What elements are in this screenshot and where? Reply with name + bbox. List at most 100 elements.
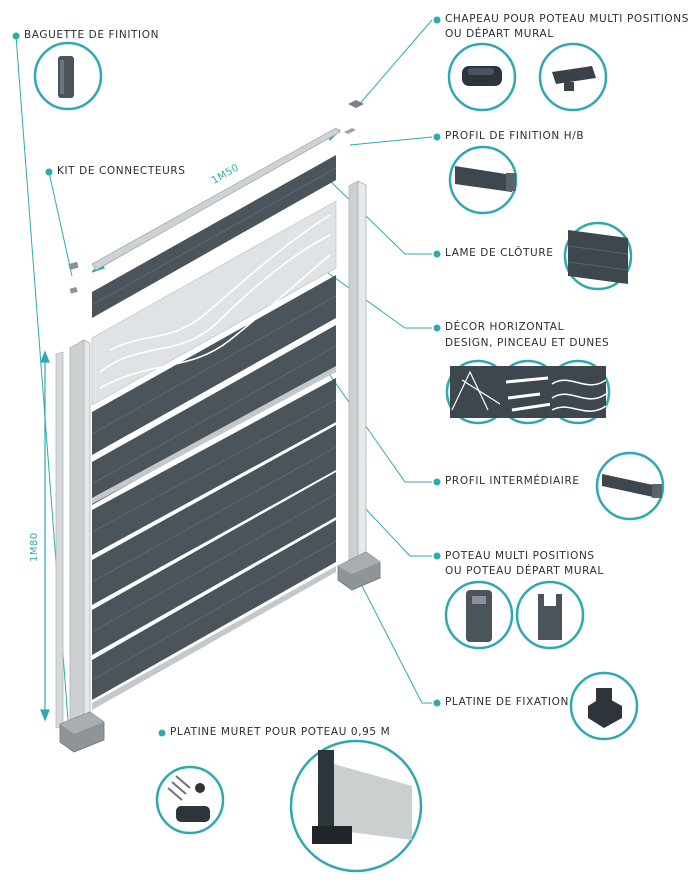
groove-4	[91, 399, 337, 533]
bullet-profil-inter	[433, 478, 441, 486]
lame-groove-1	[567, 245, 629, 255]
leader-poteau	[361, 504, 432, 557]
label-kit: KIT DE CONNECTEURS	[57, 165, 186, 177]
right-post-side	[357, 180, 367, 564]
fence-board-4	[92, 378, 336, 555]
height-dimension-label: 1M80	[29, 532, 40, 562]
intermediate-profile	[92, 366, 336, 504]
leader-platine	[359, 581, 432, 704]
decor-pinceau-bg	[500, 366, 556, 418]
chapeau-cap-shape-2	[552, 66, 596, 84]
top-finishing-profile	[91, 127, 341, 271]
platine-muret-screws	[167, 775, 191, 801]
post-cap-piece	[348, 100, 364, 108]
bullet-poteau	[433, 552, 441, 560]
profile-end-piece	[344, 128, 356, 134]
label-decor-line-1: DÉCOR HORIZONTAL	[445, 321, 565, 333]
label-profil-hb: PROFIL DE FINITION H/B	[445, 130, 585, 142]
detail-post-shape	[318, 750, 334, 840]
profil-hb-shape	[455, 166, 512, 192]
bullet-decor	[433, 324, 441, 332]
screw-1	[167, 787, 183, 801]
left-post	[69, 339, 85, 725]
profil-inter-end	[652, 484, 662, 498]
poteau-slot-1	[472, 596, 486, 604]
profil-hb-end	[506, 173, 516, 191]
chapeau-cap-foot-2	[564, 82, 574, 91]
label-platine: PLATINE DE FIXATION	[445, 696, 569, 708]
leader-profil-hb	[349, 136, 433, 146]
right-base-plate-top	[338, 552, 380, 574]
thumb-platine-muret-kit	[155, 765, 225, 835]
groove-6	[91, 493, 337, 633]
label-profil-inter: PROFIL INTERMÉDIAIRE	[445, 475, 580, 487]
height-arrowhead-bottom	[40, 709, 50, 722]
label-poteau-line-2: OU POTEAU DÉPART MURAL	[445, 565, 604, 577]
poteau-shape-2	[538, 594, 562, 640]
connector-bottom	[69, 287, 78, 294]
label-platine-muret: PLATINE MURET POUR POTEAU 0,95 M	[170, 726, 391, 738]
leader-decor	[309, 259, 432, 329]
label-baguette: BAGUETTE DE FINITION	[24, 29, 160, 41]
bullet-kit	[45, 168, 53, 176]
lame-groove-2	[567, 261, 629, 271]
board-grooves	[91, 167, 337, 681]
height-arrowhead-top	[40, 350, 50, 363]
bullet-platine-muret	[158, 729, 166, 737]
left-base-plate-top	[60, 712, 104, 734]
thumbnail-contents	[58, 56, 662, 844]
profil-inter-shape	[602, 474, 658, 498]
fence-board-7	[92, 520, 336, 700]
platine-socket-shape	[596, 688, 612, 706]
bullet-platine	[433, 699, 441, 707]
groove-1	[91, 167, 337, 306]
label-bullets	[12, 16, 441, 737]
detail-panel-shape	[334, 764, 412, 840]
leader-profil-inter	[329, 374, 432, 483]
bullet-profil-hb	[433, 133, 441, 141]
bullet-lame	[433, 250, 441, 258]
bullet-baguette	[12, 32, 20, 40]
groove-3	[91, 345, 337, 485]
bullet-chapeau	[433, 16, 441, 24]
groove-7	[91, 540, 337, 681]
lame-board-shape	[568, 230, 628, 284]
decor-dunes-waves	[551, 379, 607, 412]
leader-kit	[48, 171, 73, 277]
fence-boards	[91, 155, 337, 710]
fence-board-6	[92, 472, 336, 655]
screw-3	[175, 775, 191, 789]
label-decor-line-2: DESIGN, PINCEAU ET DUNES	[445, 337, 610, 349]
label-chapeau-line-2: OU DÉPART MURAL	[445, 28, 554, 40]
fence-assembly	[55, 100, 381, 753]
screw-2	[171, 781, 187, 795]
leader-lame	[325, 176, 432, 255]
right-post	[348, 180, 359, 566]
decor-pinceau-strokes	[505, 376, 553, 412]
decor-design-bg	[450, 366, 506, 418]
groove-5	[91, 446, 337, 583]
left-post-side	[83, 339, 91, 720]
bottom-finishing-profile	[92, 566, 336, 710]
decor-wave-2	[99, 254, 331, 389]
fence-board-5	[92, 425, 336, 605]
label-chapeau-line-1: CHAPEAU POUR POTEAU MULTI POSITIONS	[445, 13, 689, 25]
decor-design-lines	[451, 370, 501, 411]
baguette-strip	[55, 351, 64, 729]
decor-wave-3	[109, 214, 331, 351]
connector-top	[68, 261, 79, 270]
label-poteau-line-1: POTEAU MULTI POSITIONS	[445, 550, 595, 562]
decor-panel	[91, 200, 337, 406]
baguette-profile-highlight	[60, 60, 64, 94]
label-lame: LAME DE CLÔTURE	[445, 247, 554, 259]
decor-wave-1	[99, 234, 331, 373]
platine-muret-nut	[195, 783, 205, 793]
groove-2	[91, 295, 337, 435]
detail-base-shape	[312, 826, 352, 844]
width-dimension-label: 1M50	[210, 162, 241, 186]
platine-muret-plate	[176, 806, 210, 822]
leader-chapeau	[356, 19, 433, 108]
chapeau-cap-highlight-1	[468, 68, 494, 75]
decor-waves	[99, 214, 331, 389]
